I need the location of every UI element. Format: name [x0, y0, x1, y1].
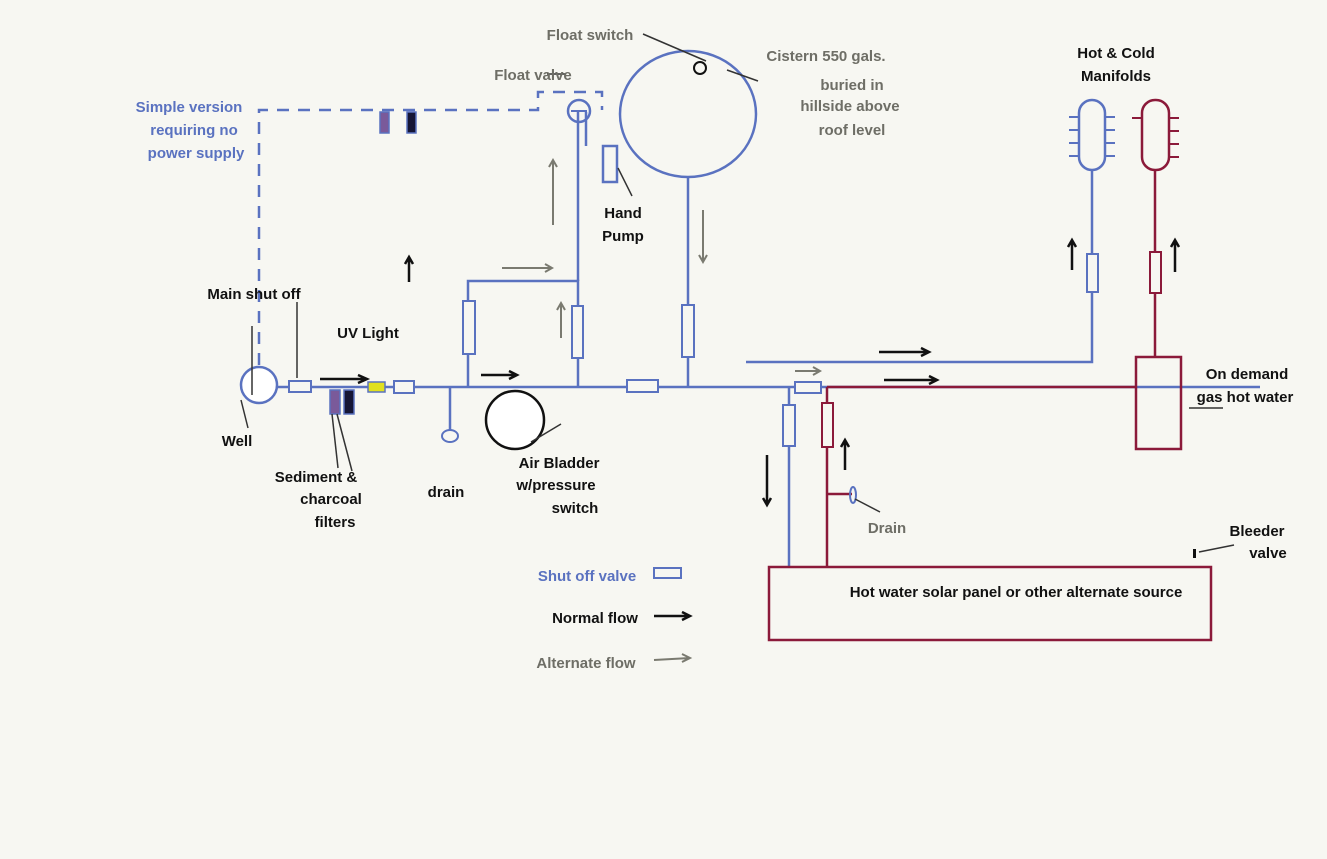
hot-water-pipes: [825, 170, 1157, 567]
arrow-normal-2: [403, 254, 415, 282]
solar-panel-box: [767, 565, 1213, 642]
legend-normal-flow-arrow: [654, 610, 693, 622]
arrow-normal-7: [884, 374, 940, 386]
legend-normal-flow-label: Normal flow: [552, 610, 638, 627]
air-bladder-label-2: w/pressure: [515, 477, 595, 494]
cistern-label-2: buried in: [820, 77, 883, 94]
float-valve-label: Float valve: [494, 67, 572, 84]
float-riser-valve: [571, 305, 584, 359]
bleeder-label-2: valve: [1249, 545, 1287, 562]
main-line-valve: [626, 379, 659, 393]
well-icon: [239, 365, 279, 405]
well-label: Well: [222, 433, 253, 450]
solar-panel-label: Hot water solar panel or other alternate…: [850, 584, 1183, 601]
on-demand-label-2: gas hot water: [1197, 389, 1294, 406]
normal-flow-arrows: [320, 237, 1181, 508]
arrow-normal-6: [879, 346, 932, 358]
cold-manifold: [1069, 98, 1115, 172]
arrow-normal-1: [320, 373, 371, 385]
solar-feed-valve: [782, 404, 796, 447]
filters-label-3: filters: [315, 514, 356, 531]
arrow-normal-5: [839, 437, 851, 470]
mirrored-drawing: [239, 33, 1260, 663]
simple-version-label-3: power supply: [148, 145, 245, 162]
cold-manifold-valve: [1086, 253, 1099, 293]
arrow-alt-1: [548, 157, 558, 225]
uv-light-label: UV Light: [337, 325, 399, 342]
float-switch-label: Float switch: [547, 27, 634, 44]
charcoal-filter-icon: [343, 389, 355, 415]
simple-version-label-1: Simple version: [136, 99, 243, 116]
arrow-alt-3: [556, 300, 566, 338]
bleeder-label-1: Bleeder: [1229, 523, 1284, 540]
arrow-normal-9: [1169, 237, 1181, 272]
uv-shut-off-valve: [393, 380, 415, 394]
simple-version-label-2: requiring no: [150, 122, 238, 139]
bleeder-valve-icon: [1193, 549, 1196, 558]
heater-feed-valve: [794, 381, 822, 394]
manifolds-label-1: Hot & Cold: [1077, 45, 1154, 62]
simple-charcoal-filter-icon: [406, 111, 417, 134]
alternate-flow-arrows: [502, 157, 823, 376]
hot-shut-off-valves: [821, 251, 1162, 448]
hot-manifold: [1132, 98, 1179, 172]
on-demand-heater: [1134, 355, 1183, 451]
legend-shut-off-valve-label: Shut off valve: [538, 568, 636, 585]
labels-layer: Float switch Cistern 550 gals. buried in…: [136, 27, 1294, 672]
cold-manifold-riser: [746, 170, 1094, 364]
drain-lower-label: drain: [428, 484, 465, 501]
drain-right-label: Drain: [868, 520, 906, 537]
arrow-alt-4: [698, 210, 708, 265]
hand-pump-icon: [601, 144, 619, 184]
hand-pump-label-1: Hand: [604, 205, 642, 222]
sediment-filter-icon: [329, 389, 341, 415]
bladder-branch-valve: [462, 300, 476, 355]
cistern-down-valve: [681, 304, 695, 358]
main-shut-off-valve: [288, 380, 312, 393]
hand-pump-label-2: Pump: [602, 228, 644, 245]
air-bladder-label-1: Air Bladder: [519, 455, 600, 472]
hot-manifold-valve: [1149, 251, 1162, 294]
air-bladder-label-3: switch: [552, 500, 599, 517]
manifolds-label-2: Manifolds: [1081, 68, 1151, 85]
cistern-label-3: hillside above: [800, 98, 899, 115]
solar-return-valve: [821, 402, 834, 448]
arrow-normal-8: [1066, 237, 1078, 270]
air-bladder-icon: [484, 389, 546, 451]
filters-label-2: charcoal: [300, 491, 362, 508]
shut-off-valves: [288, 253, 1099, 447]
cistern-label-4: roof level: [819, 122, 886, 139]
simple-sediment-filter-icon: [379, 111, 390, 134]
uv-light-icon: [367, 381, 386, 393]
float-switch-icon: [693, 61, 707, 75]
cistern-tank: [618, 49, 758, 179]
legend-alternate-flow-arrow: [653, 653, 693, 663]
simple-version-dashed-line: [257, 90, 604, 365]
right-drain-icon: [849, 486, 857, 504]
main-shut-off-label: Main shut off: [207, 286, 301, 303]
arrow-normal-3: [481, 369, 520, 381]
pointer-lines: [240, 33, 1235, 553]
filters-label-1: Sediment &: [275, 469, 358, 486]
cistern-label-1: Cistern 550 gals.: [766, 48, 885, 65]
on-demand-label-1: On demand: [1206, 366, 1289, 383]
arrow-normal-4: [761, 455, 773, 508]
arrow-alt-5: [795, 366, 823, 376]
legend-shut-off-valve-symbol: [653, 567, 682, 579]
legend-alternate-flow-label: Alternate flow: [536, 655, 636, 672]
float-valve-icon: [566, 98, 592, 124]
arrow-alt-2: [502, 263, 555, 273]
lower-drain-icon: [441, 429, 459, 443]
